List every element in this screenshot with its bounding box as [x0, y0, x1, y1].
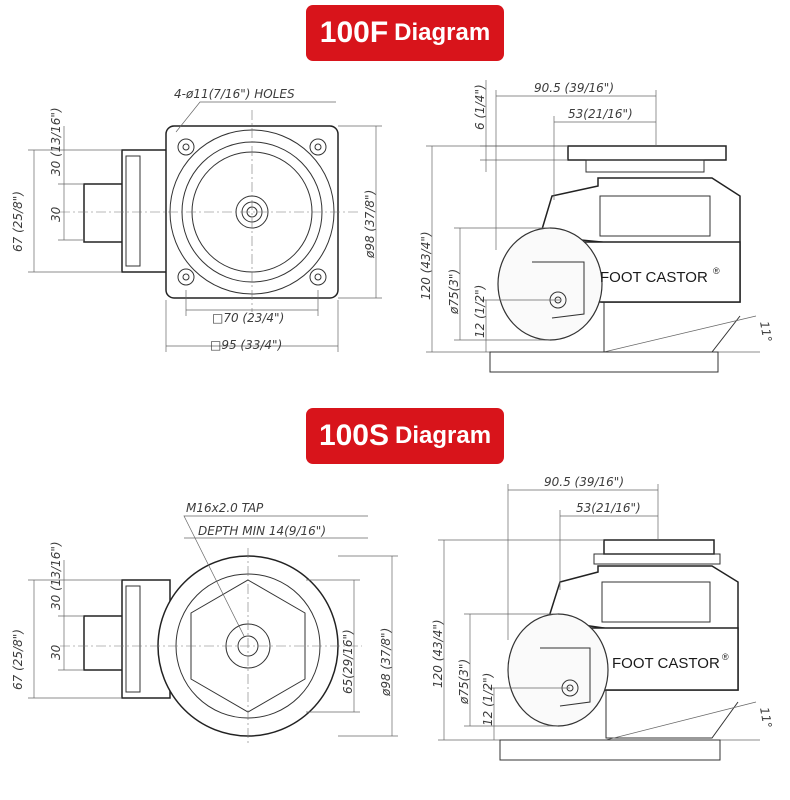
depth-note: DEPTH MIN 14(9/16") [198, 524, 326, 538]
dim-30-in: 30 (13/16") [49, 541, 63, 610]
dim-905: 90.5 (39/16") [534, 81, 614, 95]
title-banner-100f: 100F Diagram [306, 5, 504, 61]
dim-12: 12 (1/2") [473, 285, 487, 338]
dim-30: 30 [49, 644, 63, 660]
dim-75: ø75(3") [457, 659, 471, 705]
dim-67: 67 (25/8") [11, 629, 25, 690]
dim-95: □95 (33/4") [210, 338, 282, 352]
tap-note: M16x2.0 TAP [186, 501, 264, 515]
title-banner-100s: 100S Diagram [306, 408, 504, 464]
title-bold: 100S [318, 419, 390, 452]
title-rest: Diagram [395, 422, 492, 449]
dim-905: 90.5 (39/16") [544, 475, 624, 489]
s-top-view: M16x2.0 TAP DEPTH MIN 14(9/16") 67 (25/8… [11, 501, 398, 744]
dim-120: 120 (43/4") [419, 231, 433, 300]
dim-30: 30 [49, 206, 63, 222]
brand-reg: ® [722, 652, 729, 662]
brand-label: FOOT CASTOR [612, 655, 720, 672]
holes-note: 4-ø11(7/16") HOLES [174, 87, 295, 101]
s-side-view: FOOT CASTOR ® 90.5 (39/16") 53(21/16") 1… [431, 475, 775, 761]
dim-98: ø98 (37/8") [363, 190, 377, 259]
dim-65: 65(29/16") [341, 629, 355, 694]
dim-6: 6 (1/4") [473, 84, 487, 130]
title-rest: Diagram [394, 19, 491, 46]
dim-67: 67 (25/8") [11, 191, 25, 252]
dim-70: □70 (23/4") [212, 311, 284, 325]
brand-label: FOOT CASTOR [600, 269, 708, 286]
dim-98: ø98 (37/8") [379, 628, 393, 697]
f-top-view: 4-ø11(7/16") HOLES 67 (25/8") 30 (13/16"… [11, 87, 382, 352]
dim-75: ø75(3") [447, 269, 461, 315]
f-side-view: FOOT CASTOR ® 90.5 (39/16") 53(21/16") 6… [419, 80, 775, 373]
dim-120: 120 (43/4") [431, 619, 445, 688]
title-bold: 100F [319, 16, 389, 49]
dim-53: 53(21/16") [568, 107, 633, 121]
dim-11deg: 11° [757, 706, 774, 729]
brand-reg: ® [713, 266, 720, 276]
dim-53: 53(21/16") [576, 501, 641, 515]
dim-12: 12 (1/2") [481, 673, 495, 726]
dim-11deg: 11° [757, 320, 774, 343]
dim-30-in: 30 (13/16") [49, 107, 63, 176]
